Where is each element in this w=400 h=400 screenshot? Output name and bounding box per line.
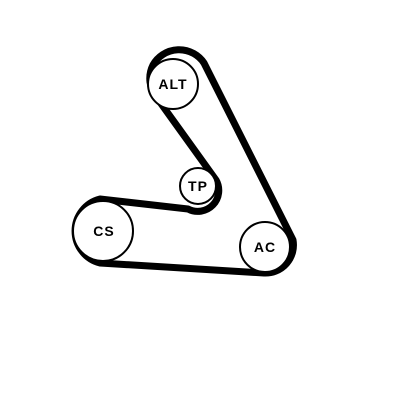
alternator-label: ALT bbox=[158, 76, 187, 92]
ac-compressor-pulley-circle bbox=[239, 221, 291, 273]
crankshaft-label: CS bbox=[93, 223, 114, 239]
alternator-pulley-circle bbox=[147, 58, 199, 110]
crankshaft-pulley-circle bbox=[72, 200, 134, 262]
tensioner-pulley: TP bbox=[179, 167, 217, 205]
ac-compressor-pulley: AC bbox=[239, 221, 291, 273]
crankshaft-pulley: CS bbox=[72, 200, 134, 262]
ac-compressor-label: AC bbox=[254, 239, 276, 255]
tensioner-pulley-circle bbox=[179, 167, 217, 205]
tensioner-label: TP bbox=[188, 178, 208, 194]
alternator-pulley: ALT bbox=[147, 58, 199, 110]
